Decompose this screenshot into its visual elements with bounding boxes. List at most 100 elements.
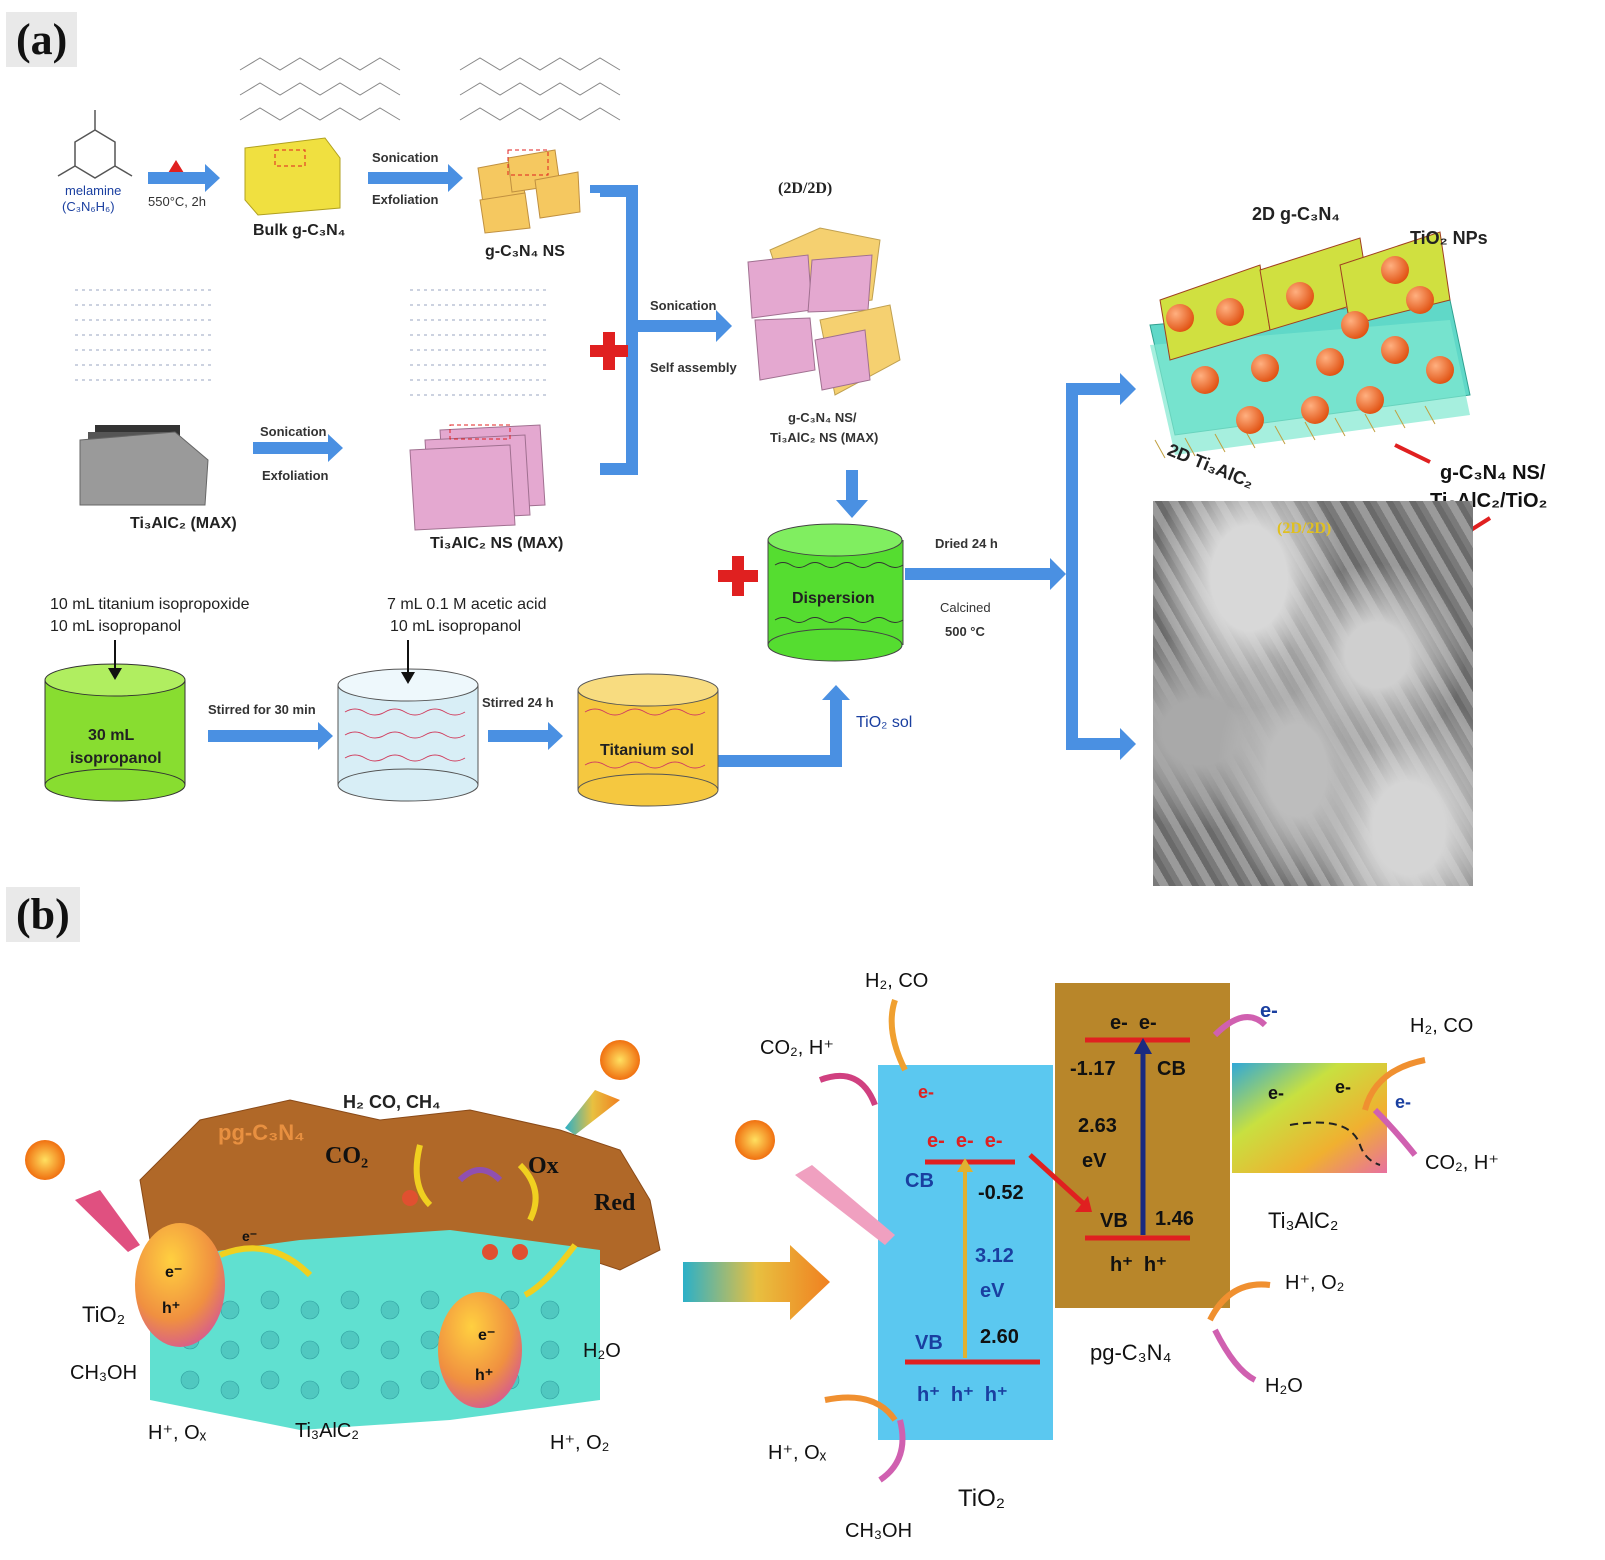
tio2-vb: VB [915,1332,943,1354]
h2co-top: H₂, CO [865,970,929,992]
melamine-formula: (C₃N₆H₆) [62,199,115,214]
hetero-title: (2D/2D) [778,180,833,197]
products-left: H⁺, Oₓ [148,1422,207,1444]
max-ns-label: Ti₃AlC₂ NS (MAX) [430,535,564,552]
sun-icon [25,1140,65,1180]
max-ns-sheets [409,424,546,531]
isopropanol-can-1: 30 mL [88,727,135,744]
heat-triangle [168,160,184,173]
label-tio2-nps: TiO₂ NPs [1410,228,1488,248]
melamine-name: melamine [65,183,122,198]
tio2-sol-label: TiO₂ sol [856,714,913,731]
assembly-self: Self assembly [650,360,737,375]
ch3oh-left: CH₃OH [70,1362,138,1384]
h2o-left: H₂O [583,1340,621,1362]
tio2-left: TiO₂ [82,1302,126,1327]
sem-image [1153,501,1473,886]
dispersion-label: Dispersion [792,590,875,607]
pg-cb-val: -1.17 [1070,1058,1116,1080]
dried-label: Dried 24 h [935,536,998,551]
sem-label: (2D/2D) [1277,520,1332,537]
exfoliation-1: Exfoliation [372,192,439,207]
tio2-cb-val: -0.52 [978,1182,1024,1204]
electron-left-2: e⁻ [165,1264,183,1281]
ti3alc2-right: Ti₃AlC₂ [1268,1208,1339,1233]
transition-arrow [683,1245,830,1320]
composite-label-2: Ti₃AlC₂ NS (MAX) [770,430,879,445]
panel-a-label: (a) [6,12,78,67]
gcn-ns-sheets [477,149,581,234]
ti3alc2-box [1232,1063,1387,1173]
exfoliation-2: Exfoliation [262,468,329,483]
ox-label: Ox [528,1153,559,1179]
electrons-pg: e- e- [1110,1012,1157,1034]
product-label-1: g-C₃N₄ NS/ [1440,462,1546,484]
label-2d-gcn: 2D g-C₃N₄ [1252,204,1340,224]
ho2-right: H⁺, O₂ [1285,1272,1345,1294]
holes-tio2: h⁺ h⁺ h⁺ [917,1384,1008,1406]
hetero-assembly [747,227,901,396]
plus-icon [590,332,758,596]
band-diagram [735,983,1426,1483]
ch3oh-bottom: CH₃OH [845,1520,913,1542]
co2h-right: CO₂, H⁺ [1425,1152,1499,1174]
mixing-can [337,640,479,802]
e-ti-2: e- [1335,1077,1352,1097]
pg-gap: 2.63 [1078,1115,1117,1137]
pg-cb: CB [1157,1058,1186,1080]
bulk-gcn-block [244,137,341,216]
gases-top: H₂ CO, CH₄ [343,1092,441,1112]
e-out-label: e- [1260,1000,1278,1022]
assembly-sonication: Sonication [650,298,717,313]
isopropanol-can-2: isopropanol [70,750,162,767]
calcined-temp: 500 °C [945,624,985,639]
tio2-cb: CB [905,1170,934,1192]
sonication-2: Sonication [260,424,327,439]
pg-label-left: pg-C₃N₄ [218,1120,305,1145]
sonication-1: Sonication [372,150,439,165]
tio2-gap-unit: eV [980,1280,1005,1302]
tip-reagent-2: 10 mL isopropanol [50,618,182,635]
titanium-sol-can [577,673,719,807]
h2o-right: H₂O [1265,1375,1303,1397]
tio2-label: TiO₂ [958,1485,1006,1512]
calcined-label: Calcined [940,600,991,615]
sun-icon [600,1040,640,1080]
tio2-gap: 3.12 [975,1245,1014,1267]
max-block [79,425,209,506]
tip-reagent-1: 10 mL titanium isopropoxide [50,596,250,613]
pg-vb: VB [1100,1210,1128,1232]
stirred-30-label: Stirred for 30 min [208,702,316,717]
acetic-reagent-1: 7 mL 0.1 M acetic acid [387,596,547,613]
h2co-right: H₂, CO [1410,1015,1474,1037]
max-lattice [75,289,550,396]
panel-b-label: (b) [6,887,80,942]
sun-icon [735,1120,775,1160]
hole-left-2: h⁺ [475,1367,494,1384]
composite-label-1: g-C₃N₄ NS/ [788,410,857,425]
electron-left-1: e⁻ [242,1228,258,1244]
dispersion-can [767,523,904,662]
electron-left-3: e⁻ [478,1327,496,1344]
e-ti-1: e- [1268,1083,1285,1103]
gcn-lattice [239,57,621,121]
electrons-tio2: e- e- e- [927,1130,1003,1152]
bulk-gcn-label: Bulk g-C₃N₄ [253,222,346,239]
titanium-sol-label: Titanium sol [600,742,694,759]
holes-pg: h⁺ h⁺ [1110,1254,1167,1276]
pg-gap-unit: eV [1082,1150,1107,1172]
electron-dashed: e- [918,1082,935,1102]
tio2-vb-val: 2.60 [980,1326,1019,1348]
co2-left: CO₂ [325,1143,369,1169]
hole-left-1: h⁺ [162,1300,181,1317]
ti3alc2-left: Ti₃AlC₂ [295,1420,360,1442]
max-label: Ti₃AlC₂ (MAX) [130,515,237,532]
flow-arrows [148,164,1136,767]
acetic-reagent-2: 10 mL isopropanol [390,618,522,635]
composite-structure [1149,231,1492,542]
products-right-left: H⁺, O₂ [550,1432,610,1454]
hox-bottom: H⁺, Oₓ [768,1442,827,1464]
pg-vb-val: 1.46 [1155,1208,1194,1230]
heat-condition: 550°C, 2h [148,194,206,209]
